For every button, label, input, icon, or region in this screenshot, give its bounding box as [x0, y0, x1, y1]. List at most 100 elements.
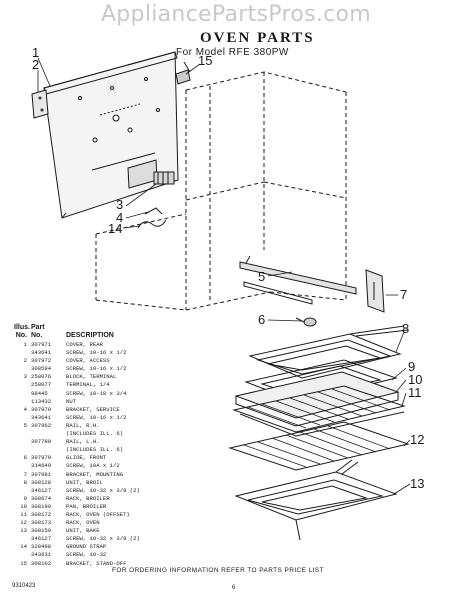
- callout-5: 5: [258, 269, 266, 284]
- part-number: 307971: [31, 341, 52, 348]
- table-row: (INCLUDES ILL. 6): [14, 430, 192, 438]
- part-number: 308594: [31, 365, 52, 373]
- illus-number: 5: [23, 421, 27, 429]
- part-number: 308199: [31, 502, 52, 510]
- callout-8: 8: [402, 321, 410, 336]
- part-description: GROUND STRAP: [66, 543, 107, 551]
- illus-number: [14, 446, 27, 454]
- illus-number: 2: [23, 357, 27, 365]
- model-line: For Model RFE 380PW: [176, 47, 289, 58]
- part-number: 308128: [31, 478, 52, 486]
- part-description: GLIDE, FRONT: [66, 454, 107, 462]
- part-number: 308102: [31, 559, 52, 567]
- callout-1: 1: [32, 45, 40, 60]
- part-header-bottom: No.: [31, 332, 43, 339]
- illus-number: [14, 398, 27, 406]
- table-row: 8 308128 UNIT, BROIL: [14, 479, 192, 487]
- leader-lines: [37, 57, 411, 495]
- front-glide: [295, 317, 317, 327]
- illus-number: [14, 414, 27, 422]
- table-row: 5 307962 RAIL, R.H.: [14, 422, 192, 430]
- part-description: PAN, BROILER: [66, 502, 107, 510]
- part-description: (INCLUDES ILL. 6): [66, 446, 124, 454]
- part-number: 328498: [31, 543, 52, 551]
- part-description: BRACKET, MOUNTING: [66, 470, 124, 478]
- illus-number: 13: [20, 527, 27, 535]
- callout-15: 15: [198, 53, 213, 68]
- illus-number: 4: [23, 405, 27, 413]
- part-number: 307962: [31, 421, 52, 429]
- part-description: (INCLUDES ILL. 6): [66, 430, 124, 438]
- terminal-block: [153, 171, 175, 185]
- illus-number: [14, 438, 27, 446]
- callout-11: 11: [408, 385, 422, 400]
- part-number: 307780: [31, 438, 52, 446]
- part-description: BLOCK, TERMINAL: [66, 373, 117, 381]
- illus-number: 14: [20, 543, 27, 551]
- illus-number: [14, 551, 27, 559]
- illus-number: 7: [23, 470, 27, 478]
- part-description: SCREW, 10-16 x 1/2: [66, 349, 127, 357]
- part-description: SCREW, 10-32 x 3/8 (2): [66, 535, 140, 543]
- part-number: 346127: [31, 486, 52, 494]
- callout-2: 2: [32, 57, 40, 72]
- table-row: (INCLUDES ILL. 6): [14, 446, 192, 454]
- part-description: SCREW, 10-18 x 3/4: [66, 389, 127, 397]
- part-description: UNIT, BROIL: [66, 478, 103, 486]
- service-bracket: [137, 207, 167, 229]
- table-row: 14 328498 GROUND STRAP: [14, 543, 192, 551]
- illus-number: 10: [20, 502, 27, 510]
- part-description: SCREW, 10A x 1/2: [66, 462, 120, 470]
- mounting-bracket: [365, 269, 385, 313]
- part-description: BRACKET, STAND-OFF: [66, 559, 127, 567]
- part-number: 258076: [31, 373, 52, 381]
- part-number: 308172: [31, 510, 52, 518]
- callout-14: 14: [108, 221, 123, 236]
- illus-number: 8: [23, 478, 27, 486]
- rear-cover-panel: [43, 51, 179, 219]
- table-row: 343641 SCREW, 10-16 x 1/2: [14, 414, 192, 422]
- description-header: DESCRIPTION: [66, 332, 114, 339]
- illus-number: [14, 430, 27, 438]
- illus-number: [14, 462, 27, 470]
- callout-10: 10: [408, 372, 423, 387]
- part-description: SCREW, 10-16 x 1/2: [66, 365, 127, 373]
- part-description: SCREW, 10-32 x 3/8 (2): [66, 486, 140, 494]
- part-description: SCREW, 10-16 x 1/2: [66, 413, 127, 421]
- part-description: RAIL, R.H.: [66, 421, 100, 429]
- callout-9: 9: [408, 359, 416, 374]
- illus-number: 1: [23, 341, 27, 348]
- table-header-row-1: Illus. Part: [14, 324, 192, 332]
- part-description: TERMINAL, 1/4: [66, 381, 110, 389]
- part-number: 113432: [31, 397, 52, 405]
- callout-13: 13: [410, 476, 425, 491]
- part-number: 343641: [31, 413, 52, 421]
- part-description: UNIT, BAKE: [66, 527, 100, 535]
- part-header-top: Part: [31, 324, 45, 331]
- illus-number: [14, 381, 27, 389]
- table-header-row-2: No. No. DESCRIPTION: [14, 332, 192, 340]
- page-title: OVEN PARTS: [200, 30, 315, 46]
- oven-rack-offset: [232, 385, 406, 437]
- part-number: 343631: [31, 551, 52, 559]
- callout-4: 4: [116, 210, 124, 225]
- bake-unit: [234, 459, 398, 541]
- illus-header-top: Illus.: [14, 324, 30, 331]
- ordering-note: FOR ORDERING INFORMATION REFER TO PARTS …: [112, 567, 324, 574]
- illus-number: 11: [20, 510, 27, 518]
